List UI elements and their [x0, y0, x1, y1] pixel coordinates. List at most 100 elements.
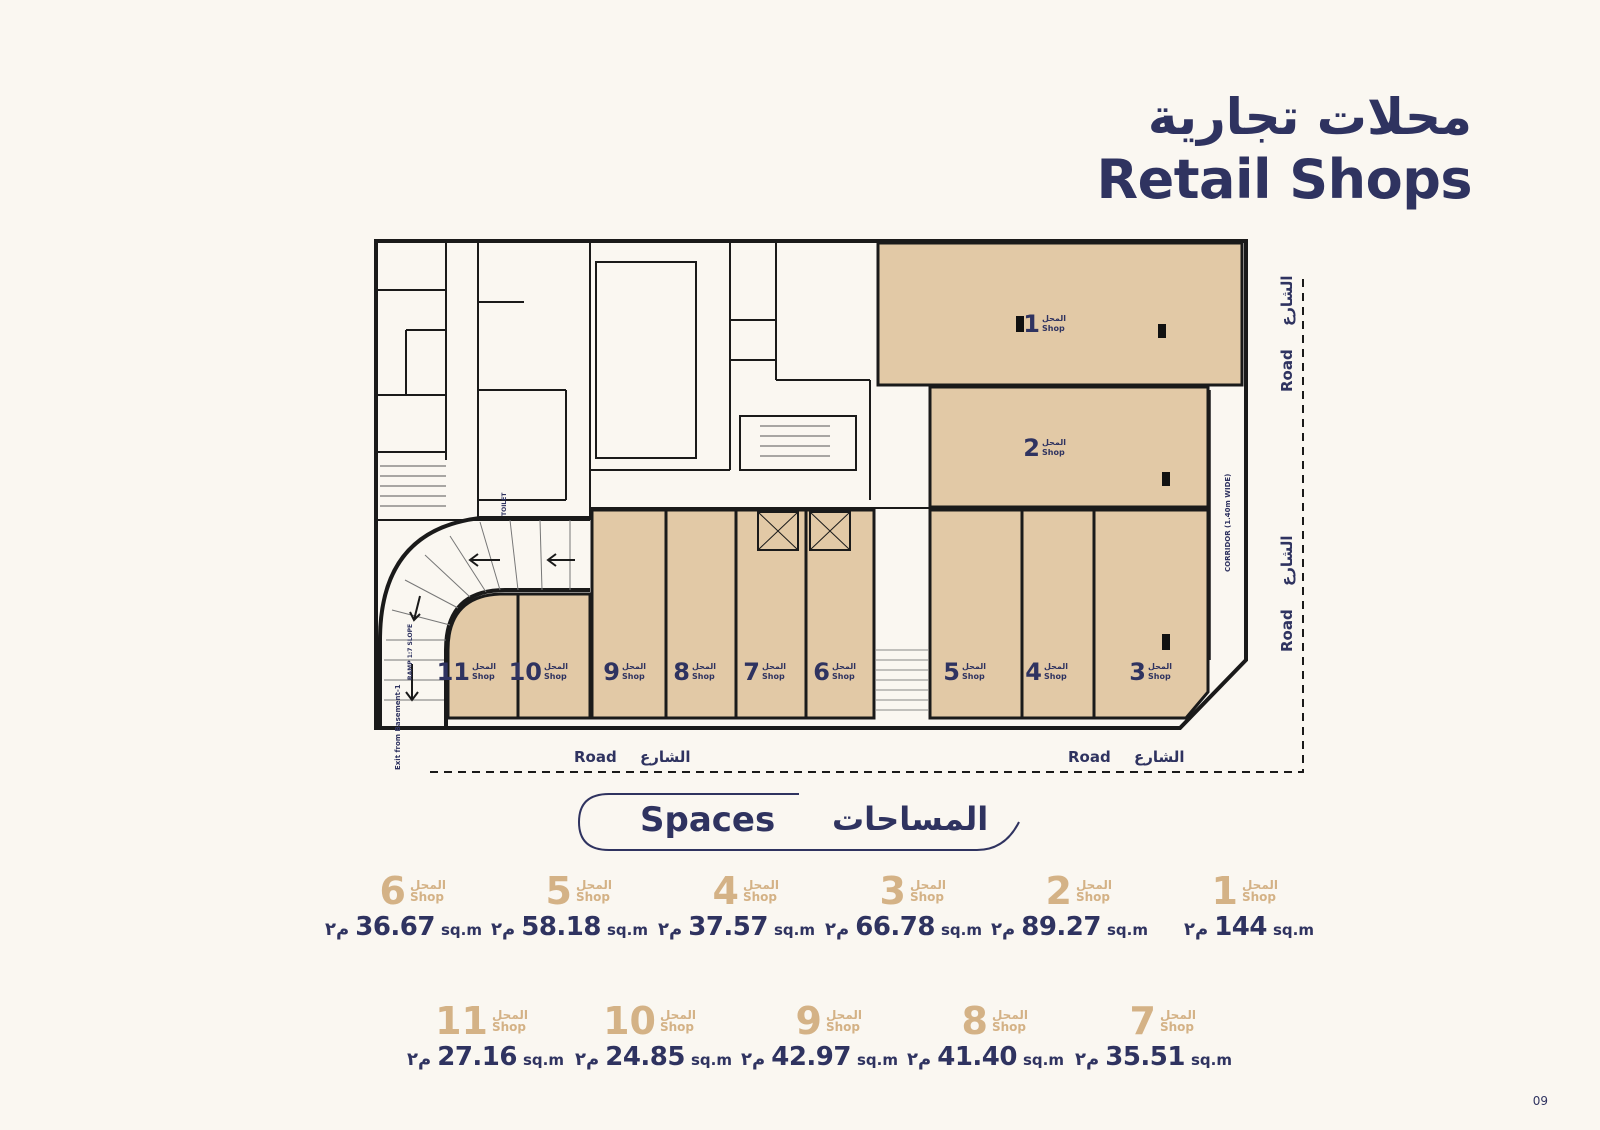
shop-label-en: Shop — [575, 890, 610, 904]
plan-shop-label-ar: المحل — [544, 662, 568, 671]
plan-shop-label-en: Shop — [962, 672, 985, 681]
plan-shop-label-ar: المحل — [622, 662, 646, 671]
shop-label-ar: المحل — [742, 878, 779, 892]
shop-label-ar: المحل — [1241, 878, 1278, 892]
road-label-right-top-en: Road — [1278, 349, 1296, 392]
plan-shop-number: 8 — [673, 658, 690, 686]
shop-label-en: Shop — [491, 1020, 526, 1034]
plan-shop-label-en: Shop — [472, 672, 495, 681]
area-number: 35.51 — [1105, 1042, 1185, 1072]
area-unit-en: sq.m — [774, 921, 815, 939]
shop-1-area — [876, 241, 1244, 387]
area-number: 89.27 — [1021, 912, 1101, 942]
plan-shop-label-ar: المحل — [472, 662, 496, 671]
shop-2-area — [928, 385, 1210, 509]
corridor-label: CORRIDOR (1.40m WIDE) — [1224, 474, 1232, 572]
road-label-bottom-left-en: Road — [574, 748, 617, 766]
area-number: 41.40 — [937, 1042, 1017, 1072]
spaces-title-en: Spaces — [640, 800, 776, 840]
shop-4-area — [1020, 508, 1096, 720]
plan-shop-label-ar: المحل — [1042, 438, 1066, 447]
stair-lines — [876, 649, 928, 711]
area-unit-en: sq.m — [1191, 1051, 1232, 1069]
title-arabic: محلات تجارية — [1147, 88, 1472, 146]
shop-9-area — [590, 508, 668, 720]
plan-shop-number: 10 — [509, 658, 542, 686]
area-unit-ar: م٢ — [1075, 1049, 1100, 1070]
road-label-bottom-right-ar: الشارع — [1134, 748, 1185, 766]
toilet-label: TOILET — [501, 492, 508, 516]
page-number: 09 — [1532, 1094, 1548, 1108]
shop-label-en: Shop — [659, 1020, 694, 1034]
columns — [1016, 316, 1170, 650]
shop-number: 4 — [712, 869, 739, 913]
plan-shop-label-ar: المحل — [692, 662, 716, 671]
plan-shop-label-en: Shop — [832, 672, 855, 681]
road-label-right-bottom-ar: الشارع — [1278, 535, 1296, 586]
area-unit-en: sq.m — [857, 1051, 898, 1069]
shop-number: 11 — [435, 999, 488, 1043]
area-unit-en: sq.m — [607, 921, 648, 939]
area-unit-en: sq.m — [523, 1051, 564, 1069]
ramp-curve — [378, 516, 590, 728]
shop-number: 10 — [603, 999, 656, 1043]
shop-label-en: Shop — [409, 890, 444, 904]
shop-number: 3 — [879, 869, 906, 913]
ramp-label: RAMP 1:7 SLOPE — [407, 624, 414, 680]
exit-label: Exit from Basement-1 — [394, 684, 402, 770]
plan-shop-label-ar: المحل — [762, 662, 786, 671]
shop-label-en: Shop — [825, 1020, 860, 1034]
shop-label-en: Shop — [909, 890, 944, 904]
shop-5-area — [928, 508, 1024, 720]
shop-label-ar: المحل — [575, 878, 612, 892]
shop-label-ar: المحل — [1075, 878, 1112, 892]
plan-shop-label-en: Shop — [544, 672, 567, 681]
area-number: 37.57 — [688, 912, 768, 942]
area-number: 27.16 — [437, 1042, 517, 1072]
area-unit-en: sq.m — [941, 921, 982, 939]
shop-label-en: Shop — [1159, 1020, 1194, 1034]
shop-number: 1 — [1211, 869, 1238, 913]
plan-shop-label-ar: المحل — [832, 662, 856, 671]
area-number: 58.18 — [521, 912, 601, 942]
plan-shop-number: 4 — [1025, 658, 1042, 686]
area-unit-ar: م٢ — [491, 919, 516, 940]
shop-3-area — [1092, 508, 1210, 720]
area-unit-ar: م٢ — [825, 919, 850, 940]
area-unit-ar: م٢ — [907, 1049, 932, 1070]
plan-shop-number: 2 — [1023, 434, 1040, 462]
area-number: 42.97 — [771, 1042, 851, 1072]
stair-hatch — [380, 425, 830, 507]
plan-shop-label-ar: المحل — [1148, 662, 1172, 671]
area-unit-en: sq.m — [1107, 921, 1148, 939]
shop-10-area — [516, 592, 592, 720]
